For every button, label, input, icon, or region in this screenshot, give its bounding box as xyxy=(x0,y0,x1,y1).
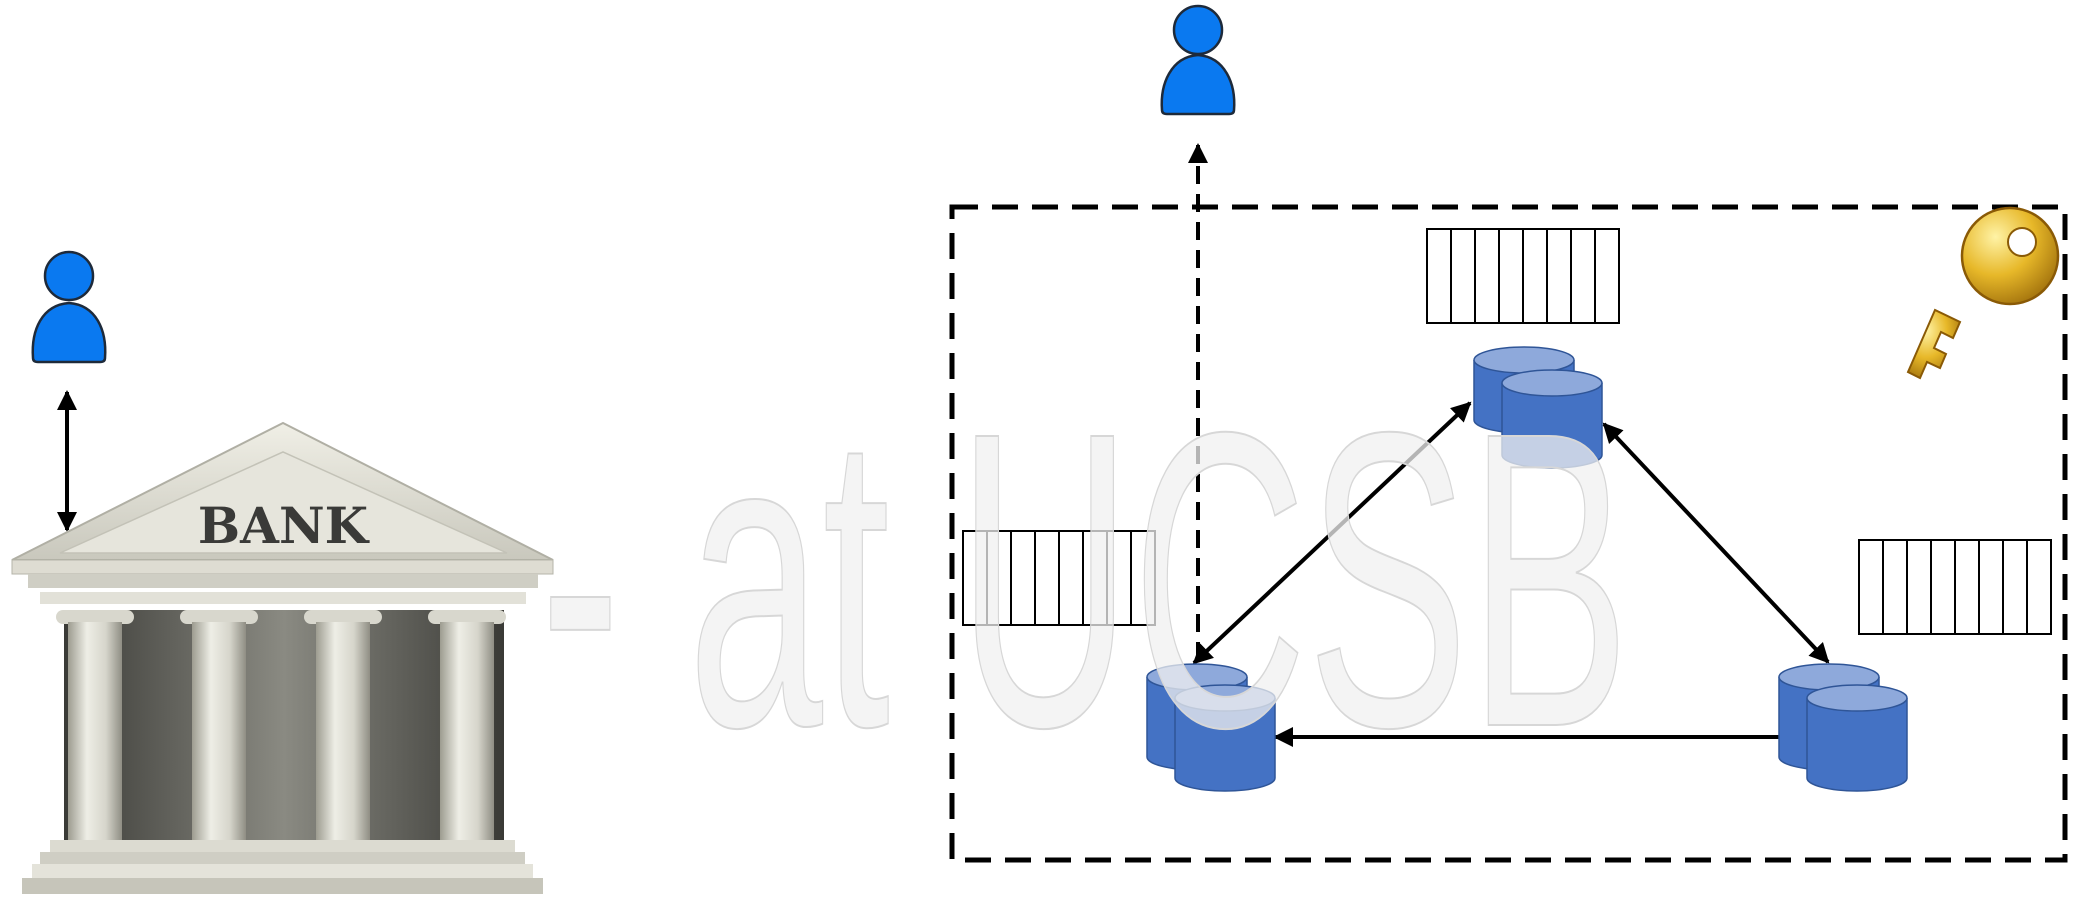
ledger-icon xyxy=(1426,228,1620,324)
bank-column xyxy=(180,610,258,840)
link-top-left xyxy=(1192,401,1472,665)
key-icon xyxy=(1906,206,2060,380)
bank-label: BANK xyxy=(198,496,370,555)
ledger-icon xyxy=(962,530,1156,626)
database-icon-left xyxy=(1146,663,1276,792)
link-top-right xyxy=(1602,422,1830,664)
ledger-icon xyxy=(1858,539,2052,635)
bank-icon: BANK xyxy=(11,421,554,894)
bank-column xyxy=(428,610,506,840)
system-boundary xyxy=(949,204,2068,863)
left-user-icon xyxy=(31,250,107,364)
database-icon-top xyxy=(1473,346,1603,469)
bank-column xyxy=(304,610,382,840)
top-user-icon xyxy=(1160,4,1236,116)
database-icon-right xyxy=(1778,663,1908,792)
bank-column xyxy=(56,610,134,840)
